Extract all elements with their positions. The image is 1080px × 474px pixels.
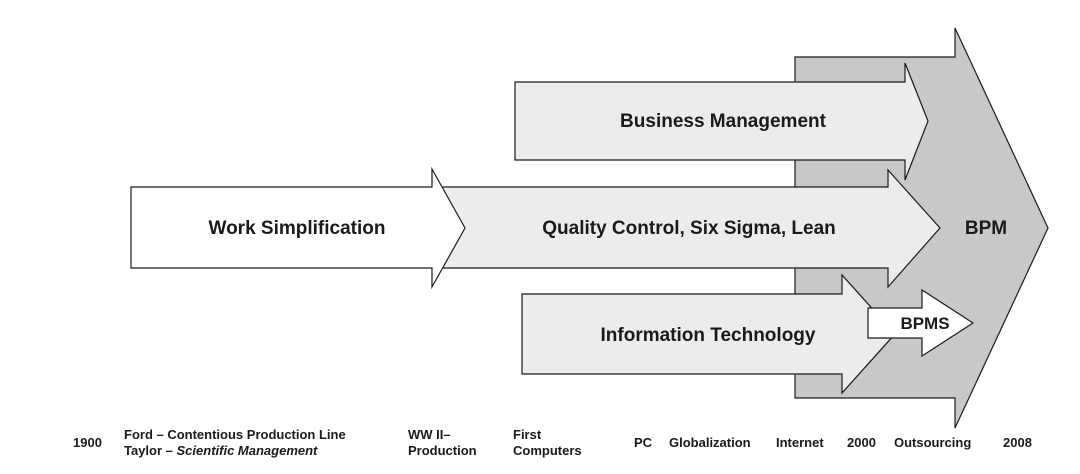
work-simplification-label: Work Simplification [208,218,385,239]
timeline-internet: Internet [776,435,824,450]
timeline-taylor: Taylor – Scientific Management [124,443,346,459]
quality-control-arrow [439,168,941,289]
timeline-first-line2: Computers [513,443,582,458]
timeline-pc: PC [634,435,653,450]
bpms-label: BPMS [900,314,949,333]
timeline-taylor-italic: Scientific Management [176,443,318,458]
timeline: 1900 Ford – Contentious Production Line … [0,424,1080,472]
information-technology-arrow [521,273,896,395]
business-management-label: Business Management [620,111,827,132]
bpms-arrow [867,288,975,358]
bpm-label: BPM [965,218,1007,239]
timeline-outsourcing: Outsourcing [894,435,972,450]
timeline-ww2-line2: Production [408,443,477,458]
timeline-globalization: Globalization [669,435,751,450]
timeline-2008: 2008 [1003,435,1032,450]
business-management-arrow [514,62,929,181]
timeline-first-computers: First Computers [513,427,582,459]
quality-control-label: Quality Control, Six Sigma, Lean [542,218,836,239]
timeline-ww2-line1: WW II– [408,427,451,442]
timeline-first-line1: First [513,427,542,442]
information-technology-label: Information Technology [601,325,816,346]
timeline-ford-taylor: Ford – Contentious Production Line Taylo… [124,427,346,459]
timeline-1900: 1900 [73,435,102,450]
timeline-2000: 2000 [847,435,876,450]
timeline-taylor-prefix: Taylor – [124,443,177,458]
timeline-ww2: WW II– Production [408,427,477,459]
timeline-ford: Ford – Contentious Production Line [124,427,346,442]
work-simplification-arrow [130,166,466,290]
